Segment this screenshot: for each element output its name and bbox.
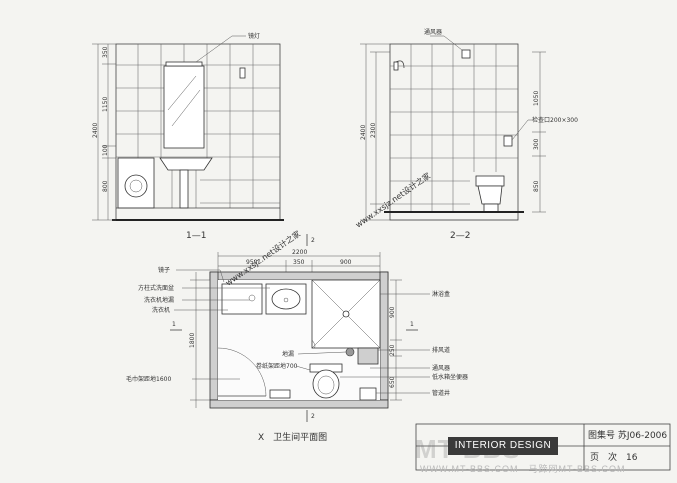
- wall-right: [379, 271, 389, 401]
- label-basin: 方柱式洗面盆: [138, 284, 174, 292]
- basin-elevation: [159, 157, 213, 171]
- watermark-site-text: WWW.MT-BBS.COM 马蹄网MT-BBS.COM: [420, 464, 626, 474]
- label-pipe-shaft: 管道井: [432, 389, 450, 397]
- label-vent-fan: 通风器: [424, 28, 442, 36]
- section-mark-top: 2: [311, 237, 315, 244]
- label-paper-holder: 卷纸架距地700: [256, 362, 298, 370]
- dim-plan-right-a: 900: [389, 306, 396, 318]
- basin-pedestal: [179, 169, 189, 209]
- section-mark-right: 1: [410, 321, 414, 328]
- dim-elev1-total: 2400: [92, 123, 99, 138]
- dim-elev1-b: 1150: [102, 97, 109, 112]
- bathroom-plan: 2 2 2200 950 350 900: [126, 234, 468, 443]
- plan-title: X 卫生间平面图: [258, 431, 327, 443]
- pipe-shaft: [359, 387, 377, 401]
- door-swing: [217, 347, 267, 397]
- dim-plan-top-b: 350: [293, 259, 305, 266]
- dim-elev2-c: 850: [533, 180, 540, 192]
- label-toilet: 低水箱坐便器: [432, 373, 468, 381]
- title-block-page: 页 次 16: [590, 453, 638, 463]
- dim-elev2-total-2: 2300: [370, 123, 377, 138]
- washing-machine-plan: [221, 283, 263, 315]
- toilet-tank-elevation: [475, 175, 505, 187]
- label-shower-box: 淋浴盒: [432, 290, 450, 298]
- label-mirror: 镜子: [158, 266, 170, 274]
- wall-left: [209, 271, 219, 401]
- section-mark-left: 1: [172, 321, 176, 328]
- dim-elev2-b: 300: [533, 138, 540, 150]
- label-washer: 洗衣机: [152, 306, 170, 314]
- dim-plan-left: 1800: [189, 333, 196, 348]
- label-exhaust-duct: 排风道: [432, 346, 450, 354]
- elevation-2-title: 2—2: [450, 231, 470, 241]
- dim-plan-right-c: 650: [389, 376, 396, 388]
- mirror-lamp: [165, 61, 203, 67]
- wall-bottom: [209, 399, 389, 409]
- dim-plan-top-a: 950: [246, 259, 258, 266]
- label-floor-drain: 地漏: [282, 350, 294, 358]
- floor-drain: [345, 347, 355, 357]
- elevation-2-2: 通风器 检查口200×300 2400 2300 1050 300 850 2—…: [360, 28, 578, 241]
- label-mirror-lamp: 镜灯: [248, 32, 260, 40]
- label-vent: 通风器: [432, 364, 450, 372]
- title-block-drawing-number: 图集号 苏J06-2006: [588, 431, 668, 441]
- toilet-bowl-elevation: [477, 185, 503, 205]
- access-panel: [503, 135, 513, 147]
- dim-elev2-total-1: 2400: [360, 125, 367, 140]
- interior-design-banner: INTERIOR DESIGN: [448, 437, 558, 455]
- elevation-1-title: 1—1: [186, 231, 206, 241]
- label-washer-drain: 洗衣机地漏: [144, 296, 174, 304]
- label-towel-rack: 毛巾架距地1600: [126, 375, 171, 383]
- vent-fan: [461, 49, 471, 59]
- wall-fixture: [239, 67, 246, 79]
- label-access-panel: 检查口200×300: [532, 116, 578, 124]
- elevation-2-tile-grid: [390, 44, 518, 212]
- dim-elev2-a: 1050: [533, 91, 540, 106]
- section-mark-bottom: 2: [311, 413, 315, 420]
- dim-elev1-a: 350: [102, 46, 109, 58]
- shower-head: [395, 60, 405, 69]
- dim-plan-top-total: 2200: [292, 249, 307, 256]
- exhaust-duct: [357, 347, 379, 365]
- toilet-bowl-plan: [312, 369, 340, 399]
- elevation-1-tile-grid: [116, 44, 280, 208]
- dim-plan-top-c: 900: [340, 259, 352, 266]
- dim-elev1-c: 100: [102, 144, 109, 156]
- towel-rack: [269, 389, 291, 399]
- mirror: [163, 65, 205, 149]
- watermark-diagonal-2: www.xxsjz.net设计之家: [353, 170, 432, 229]
- elevation-1-1: 镜灯 2400 350 1150 100 800 1—1: [92, 32, 284, 241]
- dim-elev1-d: 800: [102, 180, 109, 192]
